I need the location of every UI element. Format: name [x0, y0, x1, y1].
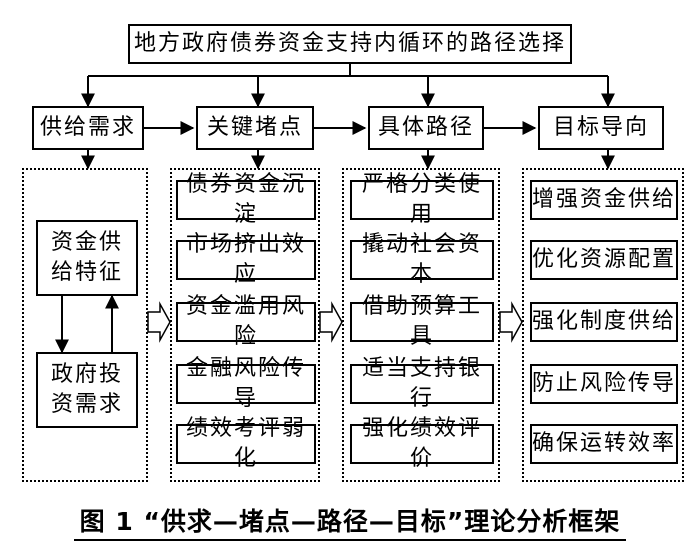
stage-label: 具体路径 — [377, 115, 474, 141]
path-item: 强化绩效评价 — [350, 416, 494, 471]
stage-paths: 具体路径 — [368, 106, 484, 150]
stage-key-points: 关键堵点 — [196, 106, 314, 150]
investment-demand-label: 政府投资需求 — [50, 362, 123, 417]
key-point-label: 绩效考评弱化 — [185, 416, 306, 471]
path-item: 借助预算工具 — [350, 294, 494, 349]
key-point-item: 金融风险传导 — [176, 356, 316, 411]
key-point-item: 资金滥用风险 — [176, 294, 316, 349]
key-point-item: 市场挤出效应 — [176, 232, 316, 287]
supply-feature-box: 资金供给特征 — [36, 220, 138, 296]
stage-label: 关键堵点 — [206, 115, 303, 141]
goal-label: 确保运转效率 — [532, 431, 677, 457]
stage-goals: 目标导向 — [538, 106, 664, 150]
path-label: 强化绩效评价 — [361, 416, 482, 471]
hollow-arrow-3 — [499, 301, 523, 343]
stage-supply-demand: 供给需求 — [32, 106, 144, 150]
path-label: 撬动社会资本 — [361, 232, 482, 287]
path-label: 严格分类使用 — [361, 172, 482, 227]
hollow-arrow-2 — [319, 301, 343, 343]
figure-caption-wrap: 图 1 “供求—堵点—路径—目标”理论分析框架 — [0, 502, 700, 541]
goal-item: 防止风险传导 — [530, 364, 678, 404]
hollow-arrow-1 — [147, 301, 171, 343]
goal-item: 确保运转效率 — [530, 424, 678, 464]
key-point-item: 债券资金沉淀 — [176, 172, 316, 227]
path-item: 撬动社会资本 — [350, 232, 494, 287]
key-point-item: 绩效考评弱化 — [176, 416, 316, 471]
key-point-label: 金融风险传导 — [185, 356, 306, 411]
goal-item: 增强资金供给 — [530, 180, 678, 220]
key-points-container — [170, 168, 320, 482]
path-item: 适当支持银行 — [350, 356, 494, 411]
title-box: 地方政府债券资金支持内循环的路径选择 — [128, 24, 572, 64]
path-label: 借助预算工具 — [361, 294, 482, 349]
paths-container — [342, 168, 500, 482]
goals-container — [522, 168, 684, 482]
supply-feature-label: 资金供给特征 — [50, 230, 123, 285]
path-label: 适当支持银行 — [361, 356, 482, 411]
supply-demand-container — [22, 168, 148, 482]
path-item: 严格分类使用 — [350, 172, 494, 227]
investment-demand-box: 政府投资需求 — [36, 352, 138, 428]
goal-label: 强化制度供给 — [532, 309, 677, 335]
goal-label: 增强资金供给 — [532, 187, 677, 213]
key-point-label: 债券资金沉淀 — [185, 172, 306, 227]
goal-label: 优化资源配置 — [532, 247, 677, 273]
goal-item: 强化制度供给 — [530, 302, 678, 342]
figure-caption: 图 1 “供求—堵点—路径—目标”理论分析框架 — [73, 507, 627, 541]
diagram-title: 地方政府债券资金支持内循环的路径选择 — [133, 31, 566, 57]
stage-label: 目标导向 — [552, 115, 649, 141]
goal-label: 防止风险传导 — [532, 371, 677, 397]
key-point-label: 市场挤出效应 — [185, 232, 306, 287]
goal-item: 优化资源配置 — [530, 240, 678, 280]
key-point-label: 资金滥用风险 — [185, 294, 306, 349]
stage-label: 供给需求 — [39, 115, 136, 141]
